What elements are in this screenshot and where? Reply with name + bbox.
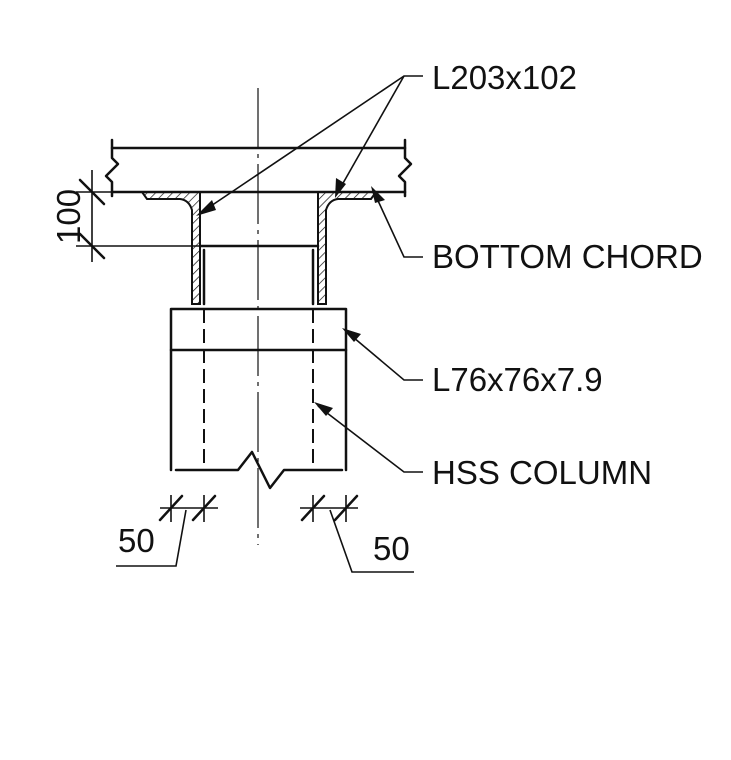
dimension-50-right-text: 50: [373, 530, 410, 567]
angle-l203-right: [317, 191, 378, 305]
dimension-50-left-text: 50: [118, 522, 155, 559]
angle-l203-left: [140, 191, 201, 305]
leader-l203: [196, 75, 423, 216]
left-edge-dimension: [116, 494, 218, 567]
vertical-dimension: [76, 170, 200, 262]
leader-bottom-chord: [371, 186, 423, 258]
leader-l76: [342, 328, 423, 381]
label-l76x76x7-9: L76x76x7.9: [432, 361, 603, 398]
dimension-100-text: 100: [50, 189, 87, 244]
label-bottom-chord: BOTTOM CHORD: [432, 238, 703, 275]
label-hss-column: HSS COLUMN: [432, 454, 652, 491]
leader-hss: [314, 402, 423, 473]
hss-column: [169, 248, 348, 490]
label-l203x102: L203x102: [432, 59, 577, 96]
right-edge-dimension: [300, 494, 414, 573]
